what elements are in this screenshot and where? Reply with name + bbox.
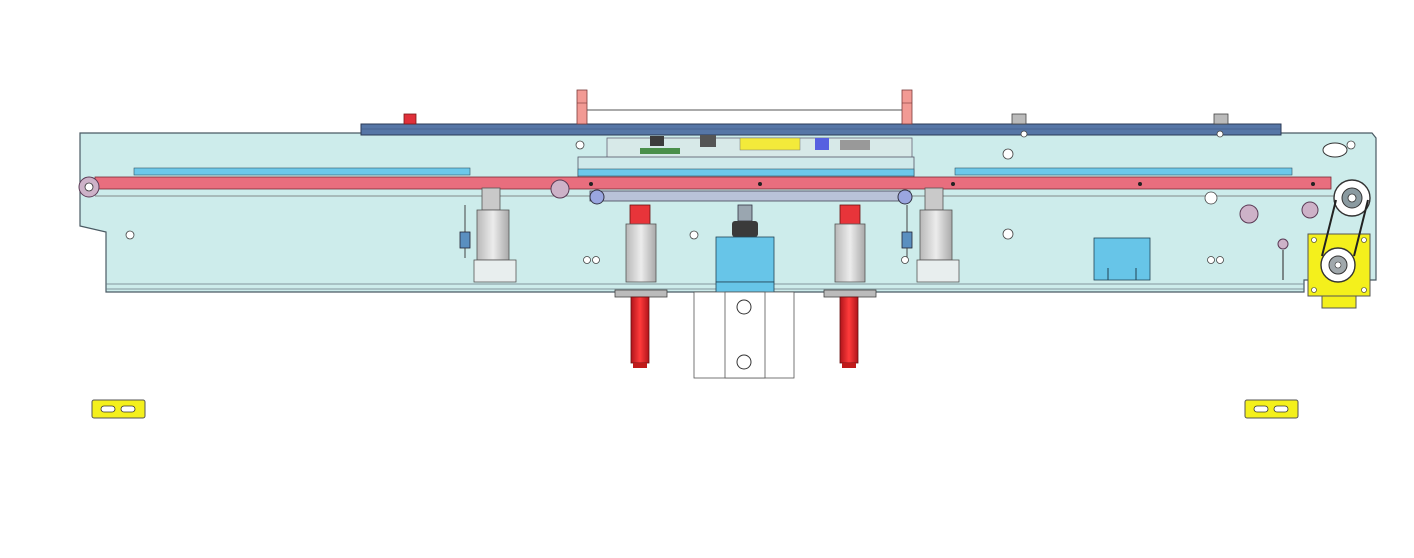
right-blue-block <box>1093 237 1151 281</box>
mounting-bracket-icon <box>91 399 146 419</box>
pulley-icon <box>1333 179 1371 217</box>
carriage-bar <box>589 190 911 202</box>
pulley-icon <box>897 189 913 205</box>
sensor-icon <box>459 205 471 258</box>
strip-right <box>954 167 1293 176</box>
top-post-left <box>576 89 588 125</box>
bolt-1 <box>1011 113 1027 125</box>
pulley-icon <box>550 179 570 199</box>
pulley-icon <box>1301 201 1319 219</box>
pulley-icon <box>1239 204 1259 224</box>
cylinder-icon <box>473 187 517 283</box>
strip-center <box>577 168 915 177</box>
red-button <box>403 113 417 125</box>
tensioner <box>1277 238 1289 280</box>
pulley-icon <box>589 189 605 205</box>
mounting-holes <box>125 130 1356 264</box>
mounting-bracket-icon <box>1244 399 1299 419</box>
drive-belt <box>1321 199 1369 257</box>
top-post-right <box>901 89 913 125</box>
lift-rod-left <box>614 204 668 368</box>
motor-icon <box>1307 233 1371 309</box>
top-rail <box>360 123 1282 136</box>
pcb-module <box>606 135 913 161</box>
bolt-2 <box>1213 113 1229 125</box>
cylinder-icon <box>916 187 960 283</box>
slot-hole <box>1322 142 1348 158</box>
sensor-icon <box>901 205 913 258</box>
strip-left <box>133 167 471 176</box>
pulley-icon <box>78 176 100 198</box>
center-cylinder <box>693 204 795 379</box>
lift-rod-right <box>823 204 877 368</box>
